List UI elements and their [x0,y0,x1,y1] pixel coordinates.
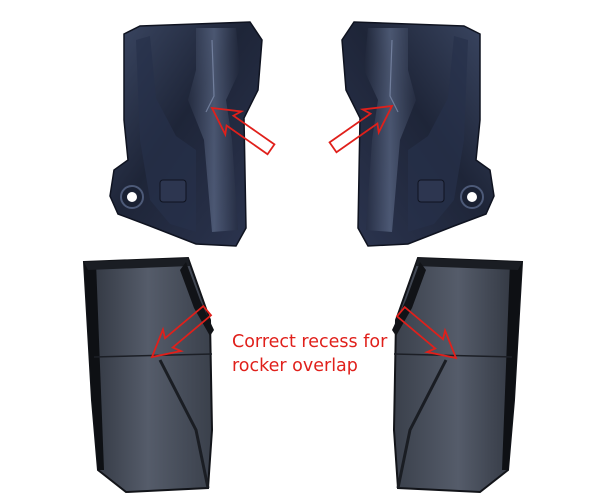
caption-line-1: Correct recess for [232,332,388,352]
caption-line-2: rocker overlap [232,356,358,376]
lower-right-cab-corner-panel [390,256,524,494]
lower-left-cab-corner-panel [82,256,216,494]
upper-right-bracket [341,21,495,247]
annotation-caption: Correct recess for rocker overlap [232,330,387,378]
